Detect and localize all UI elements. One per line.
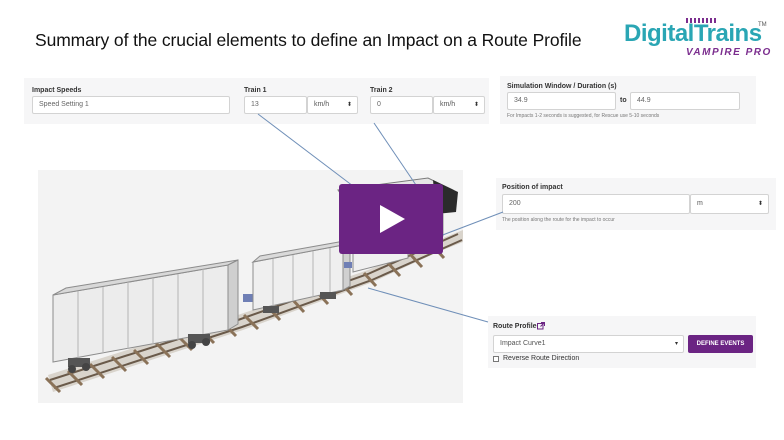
route-profile-label: Route Profile <box>493 323 537 330</box>
play-icon <box>380 205 405 233</box>
train1-unit-select[interactable]: km/h ⬍ <box>307 96 358 114</box>
reverse-route-label: Reverse Route Direction <box>503 355 580 362</box>
route-profile-value: Impact Curve1 <box>500 340 546 347</box>
route-profile-select[interactable]: Impact Curve1 ▾ <box>493 335 684 353</box>
position-unit-select[interactable]: m ⬍ <box>690 194 769 214</box>
reverse-route-checkbox[interactable] <box>493 356 499 362</box>
logo-primary-text: DigitalTrains <box>624 20 762 47</box>
train1-unit-value: km/h <box>314 101 330 108</box>
train2-unit-select[interactable]: km/h ⬍ <box>433 96 485 114</box>
impact-speeds-label: Impact Speeds <box>32 87 82 94</box>
logo-bars-icon <box>686 18 716 23</box>
simulation-end-input[interactable]: 44.9 <box>630 92 740 110</box>
position-of-impact-hint: The position along the route for the imp… <box>502 217 615 223</box>
train1-speed-input[interactable]: 13 <box>244 96 307 114</box>
simulation-window-label: Simulation Window / Duration (s) <box>507 83 617 90</box>
train2-speed-input[interactable]: 0 <box>370 96 433 114</box>
caret-updown-icon: ⬍ <box>757 201 763 207</box>
train2-label: Train 2 <box>370 87 393 94</box>
position-unit-value: m <box>697 200 703 207</box>
caret-updown-icon: ⬍ <box>346 102 352 108</box>
external-link-icon[interactable] <box>537 322 545 330</box>
freight-train-image <box>44 177 463 394</box>
simulation-window-hint: For Impacts 1-2 seconds is suggested, fo… <box>507 113 660 119</box>
simulation-start-input[interactable]: 34.9 <box>507 92 616 110</box>
position-of-impact-label: Position of impact <box>502 184 563 191</box>
define-events-button[interactable]: DEFINE EVENTS <box>688 335 753 353</box>
video-play-button[interactable] <box>339 184 443 254</box>
slide-title: Summary of the crucial elements to defin… <box>35 30 582 50</box>
caret-updown-icon: ⬍ <box>473 102 479 108</box>
position-of-impact-input[interactable]: 200 <box>502 194 690 214</box>
train1-label: Train 1 <box>244 87 267 94</box>
train-illustration <box>38 170 463 403</box>
chevron-down-icon: ▾ <box>674 341 678 347</box>
logo-tm: TM <box>758 22 767 28</box>
logo-secondary-text: VAMPIRE PRO <box>686 47 772 58</box>
impact-speeds-input[interactable]: Speed Setting 1 <box>32 96 230 114</box>
digitaltrains-logo: DigitalTrains TM VAMPIRE PRO <box>624 18 774 62</box>
train2-unit-value: km/h <box>440 101 456 108</box>
simulation-to-label: to <box>620 97 627 104</box>
